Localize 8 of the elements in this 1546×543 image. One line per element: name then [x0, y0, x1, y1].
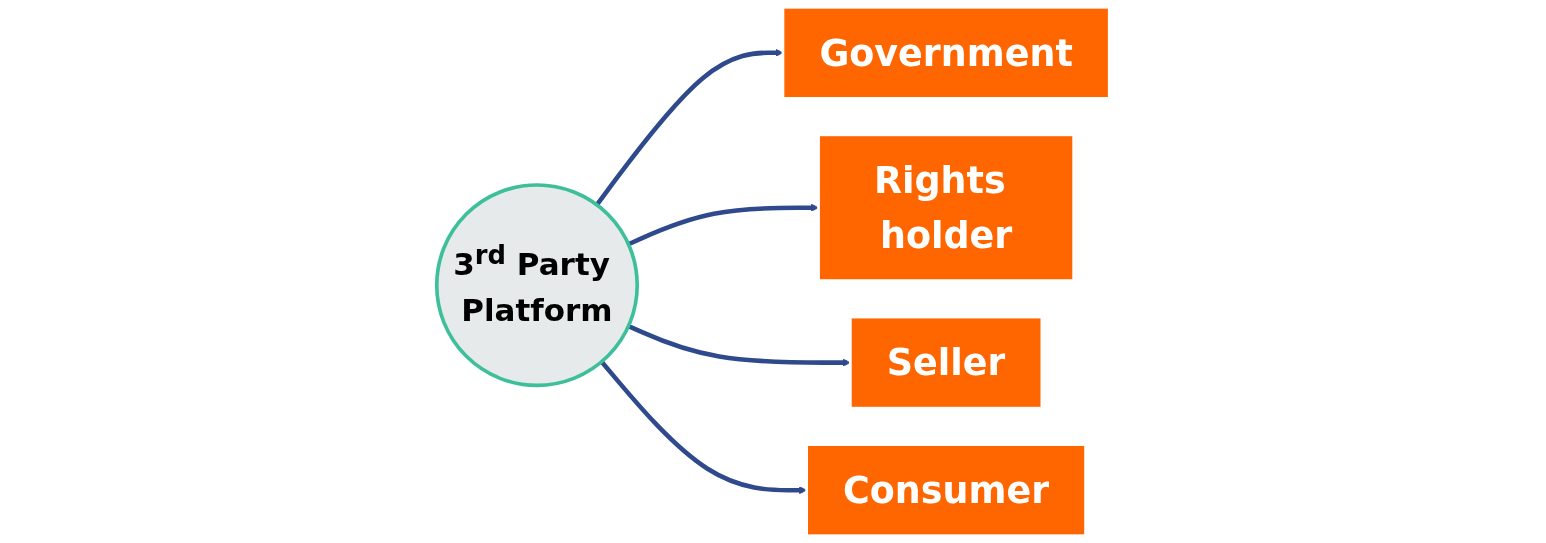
arrow: [599, 360, 807, 495]
arrow: [627, 203, 819, 247]
node-box: Government: [781, 5, 1111, 100]
arrow: [627, 324, 851, 367]
node-circle: 3$^{rd}$ Party Platform: [434, 183, 639, 388]
node-box: Seller: [848, 315, 1044, 410]
node-box: Consumer: [805, 443, 1087, 538]
node-box: Rights holder: [817, 133, 1075, 282]
